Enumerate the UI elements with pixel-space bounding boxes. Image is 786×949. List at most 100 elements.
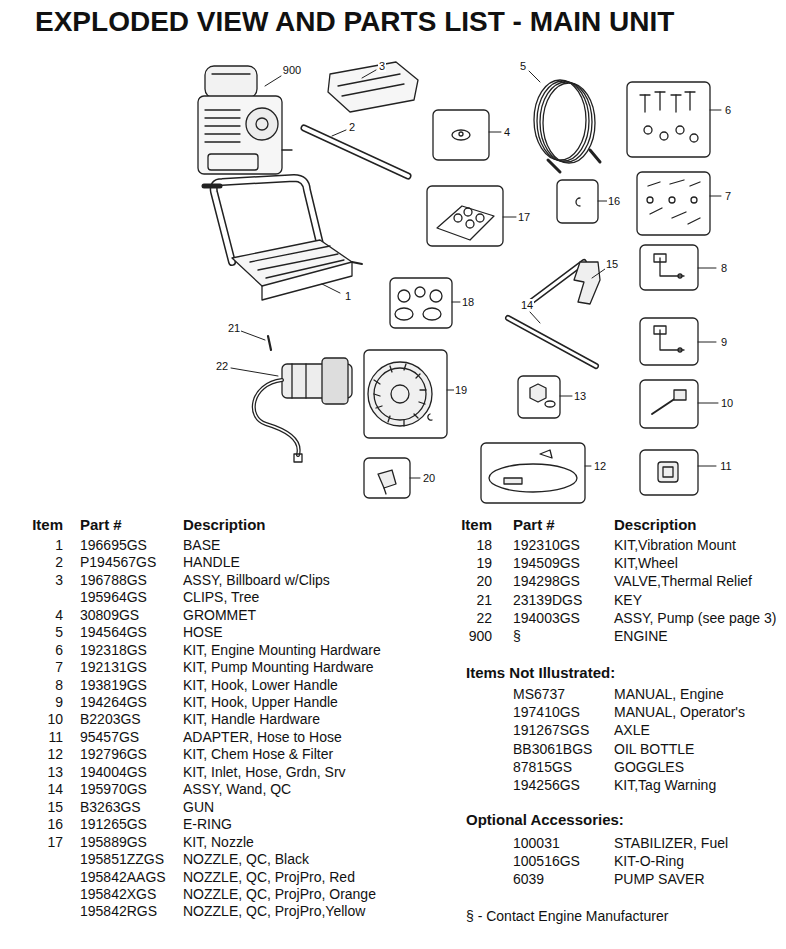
callout-number: 14: [520, 299, 534, 312]
part-description: E-RING: [183, 816, 232, 832]
item-number: 12: [47, 746, 63, 762]
section-heading: Optional Accessories:: [466, 811, 624, 828]
part-number: 194256GS: [513, 777, 580, 793]
part-number: 195842RGS: [80, 903, 157, 919]
part-description: KIT,Tag Warning: [614, 777, 716, 793]
part-number: 194003GS: [513, 610, 580, 626]
part-description: KIT, Handle Hardware: [183, 711, 320, 727]
part-number: 191265GS: [80, 816, 147, 832]
part-number: 197410GS: [513, 704, 580, 720]
part-number: 100031: [513, 835, 560, 851]
part-description: NOZZLE, QC, ProjPro,Yellow: [183, 903, 365, 919]
part-description: KIT, Pump Mounting Hardware: [183, 659, 374, 675]
item-number: 1: [55, 537, 63, 553]
item-number: 16: [47, 816, 63, 832]
part-number: 196695GS: [80, 537, 147, 553]
column-header: Part #: [513, 516, 555, 533]
item-number: 9: [55, 694, 63, 710]
callout-number: 19: [454, 384, 468, 397]
part-number: 195851ZZGS: [80, 851, 164, 867]
item-number: 7: [55, 659, 63, 675]
part-description: STABILIZER, Fuel: [614, 835, 728, 851]
part-description: AXLE: [614, 722, 650, 738]
part-description: KIT, Chem Hose & Filter: [183, 746, 333, 762]
callout-number: 10: [720, 397, 734, 410]
item-number: 5: [55, 624, 63, 640]
part-number: P194567GS: [80, 554, 156, 570]
title: EXPLODED VIEW AND PARTS LIST - MAIN UNIT: [35, 6, 674, 38]
part-description: ASSY, Billboard w/Clips: [183, 572, 330, 588]
part-number: 194004GS: [80, 764, 147, 780]
part-number: 192131GS: [80, 659, 147, 675]
item-number: 10: [47, 711, 63, 727]
item-number: 20: [476, 573, 492, 589]
part-number: 195970GS: [80, 781, 147, 797]
callout-number: 8: [720, 262, 728, 275]
part-description: HANDLE: [183, 554, 240, 570]
item-number: 22: [476, 610, 492, 626]
part-description: KIT,Vibration Mount: [614, 537, 736, 553]
part-description: KIT, Hook, Upper Handle: [183, 694, 338, 710]
callout-number: 1: [344, 290, 352, 303]
part-description: ASSY, Wand, QC: [183, 781, 291, 797]
part-description: NOZZLE, QC, ProjPro, Red: [183, 869, 355, 885]
item-number: 2: [55, 554, 63, 570]
part-description: ADAPTER, Hose to Hose: [183, 729, 342, 745]
column-header: Part #: [80, 516, 122, 533]
item-number: 8: [55, 677, 63, 693]
callout-number: 3: [378, 60, 386, 73]
column-header: Description: [614, 516, 697, 533]
callout-number: 22: [215, 360, 229, 373]
item-number: 14: [47, 781, 63, 797]
callout-number: 7: [724, 190, 732, 203]
item-number: 19: [476, 555, 492, 571]
part-number: 194298GS: [513, 573, 580, 589]
part-description: MANUAL, Engine: [614, 686, 724, 702]
part-number: 192796GS: [80, 746, 147, 762]
item-number: 15: [47, 799, 63, 815]
part-description: VALVE,Thermal Relief: [614, 573, 752, 589]
callout-number: 900: [282, 64, 302, 77]
part-description: KIT, Hook, Lower Handle: [183, 677, 338, 693]
part-description: ASSY, Pump (see page 3): [614, 610, 776, 626]
part-number: B2203GS: [80, 711, 141, 727]
item-number: 13: [47, 764, 63, 780]
part-description: ENGINE: [614, 628, 668, 644]
part-description: CLIPS, Tree: [183, 589, 259, 605]
part-number: §: [513, 628, 521, 644]
part-description: GUN: [183, 799, 214, 815]
part-description: OIL BOTTLE: [614, 741, 694, 757]
part-number: 194264GS: [80, 694, 147, 710]
part-number: 194564GS: [80, 624, 147, 640]
part-number: 191267SGS: [513, 722, 589, 738]
item-number: 17: [47, 834, 63, 850]
part-description: KIT, Engine Mounting Hardware: [183, 642, 381, 658]
part-description: BASE: [183, 537, 220, 553]
part-description: NOZZLE, QC, Black: [183, 851, 309, 867]
column-header: Item: [461, 516, 492, 533]
callout-number: 11: [719, 460, 732, 473]
part-number: 195842XGS: [80, 886, 156, 902]
callout-number: 20: [422, 472, 436, 485]
part-number: 192310GS: [513, 537, 580, 553]
callout-number: 4: [503, 126, 511, 139]
item-number: 4: [55, 607, 63, 623]
part-description: NOZZLE, QC, ProjPro, Orange: [183, 886, 376, 902]
part-description: GROMMET: [183, 607, 256, 623]
callout-number: 21: [227, 322, 241, 335]
part-description: KIT-O-Ring: [614, 853, 684, 869]
part-number: B3263GS: [80, 799, 141, 815]
callout-number: 15: [605, 258, 619, 271]
part-description: HOSE: [183, 624, 223, 640]
item-number: 3: [55, 572, 63, 588]
part-number: 87815GS: [513, 759, 572, 775]
footnote: § - Contact Engine Manufacturer: [466, 908, 668, 924]
column-header: Description: [183, 516, 266, 533]
callout-number: 6: [724, 104, 732, 117]
part-description: KIT,Wheel: [614, 555, 678, 571]
callout-number: 16: [607, 195, 621, 208]
item-number: 18: [476, 537, 492, 553]
part-number: 195889GS: [80, 834, 147, 850]
part-number: 192318GS: [80, 642, 147, 658]
part-number: 23139DGS: [513, 592, 582, 608]
